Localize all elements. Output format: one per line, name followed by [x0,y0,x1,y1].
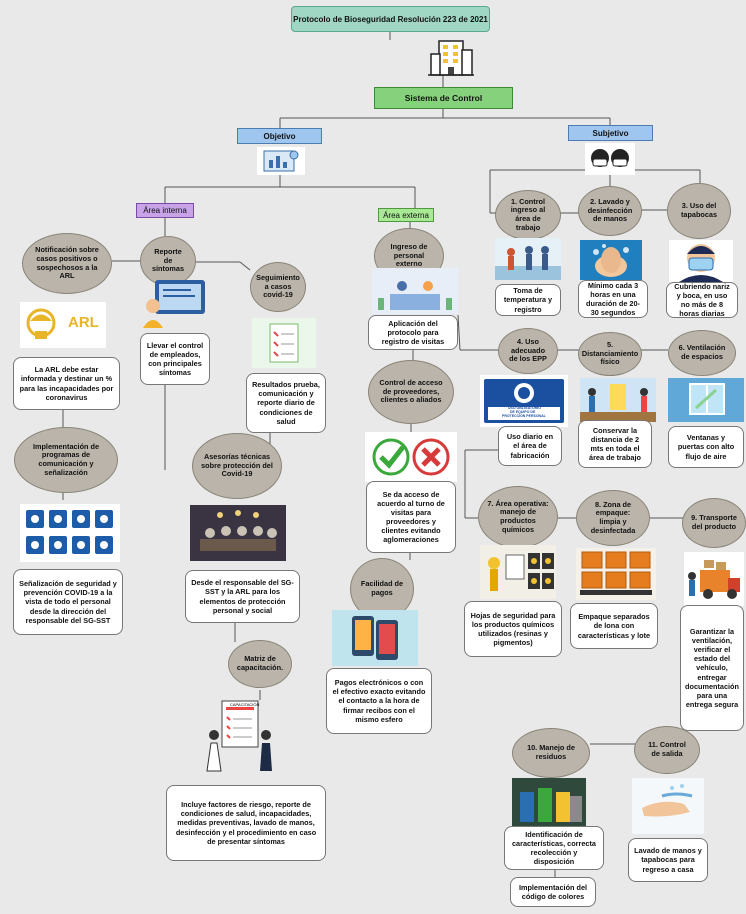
n1-box: Toma de temperatura y registro [495,284,561,316]
facilidad-node: Facilidad de pagos [350,558,414,620]
area-externa-label: Área externa [378,208,434,222]
objetivo-node: Objetivo [237,128,322,144]
distance-image [580,378,656,422]
n3-node: 3. Uso del tapabocas [667,183,731,239]
check-cross-image [365,432,457,482]
handwash-exit-image [632,778,704,834]
n11-box: Lavado de manos y tapabocas para regreso… [628,838,708,882]
n2-box: Mínimo cada 3 horas en una duración de 2… [578,280,648,318]
sign-line2: DE EQUIPO DE [510,410,536,414]
acceso-box: Se da acceso de acuerdo al turno de visi… [366,481,456,553]
pagos-box: Pagos electrónicos o con el efectivo exa… [326,668,432,734]
n11-node: 11. Control de salida [634,726,700,774]
building-icon [426,36,476,78]
aplicacion-box: Aplicación del protocolo para registro d… [368,315,458,350]
n5-box: Conservar la distancia de 2 mts en toda … [578,420,652,468]
n10-box: Identificación de características, corre… [504,826,604,870]
mask-person-image [669,240,733,282]
n9-node: 9. Transporte del producto [682,498,746,548]
truck-image [684,552,744,606]
waste-image [512,778,586,828]
sign-line1: USO OBLIGATORIO [508,406,541,410]
capacitacion-image: CAPACITACIÓN [200,695,280,773]
matriz-node: Matriz de capacitación. [228,640,292,688]
sign-line3: PROTECCIÓN PERSONAL [502,414,546,418]
epp-sign-image: USO OBLIGATORIO DE EQUIPO DE PROTECCIÓN … [480,375,568,427]
n8-node: 8. Zona de empaque: limpia y desinfectad… [576,490,650,546]
resultados-box: Resultados prueba, comunicación y report… [246,373,326,433]
reporte-node: Reporte de síntomas [140,236,196,286]
desde-box: Desde el responsable del SG-SST y la ARL… [185,570,300,623]
n9-box: Garantizar la ventilación, verificar el … [680,605,744,731]
n5-node: 5. Distanciamiento físico [578,332,642,376]
page-title: Protocolo de Bioseguridad Resolución 223… [291,6,490,32]
temperature-image [495,238,561,280]
boxes-image [576,548,656,600]
system-node: Sistema de Control [374,87,513,109]
senalizacion-box: Señalización de seguridad y prevención C… [13,569,123,635]
subjetivo-node: Subjetivo [568,125,653,141]
n3-box: Cubriendo nariz y boca, en uso no más de… [666,282,738,318]
chart-icon [257,147,305,175]
handwash-image [580,240,642,280]
checklist-image [252,318,316,368]
payment-image [332,610,418,666]
computer-user-image [140,276,210,332]
seguimiento-node: Seguimiento a casos covid-19 [250,262,306,312]
incluye-box: Incluye factores de riesgo, reporte de c… [166,785,326,861]
n4-box: Uso diario en el área de fabricación [498,426,562,466]
n7-box: Hojas de seguridad para los productos qu… [464,601,562,657]
notificacion-node: Notificación sobre casos positivos o sos… [22,233,112,294]
reception-image [372,268,458,314]
window-image [668,378,744,422]
n10-node: 10. Manejo de residuos [512,728,590,778]
chemicals-image [480,545,556,599]
n1-node: 1. Control ingreso al área de trabajo [495,190,561,240]
asesorias-node: Asesorías técnicas sobre protección del … [192,433,282,499]
n6-box: Ventanas y puertas con alto flujo de air… [668,426,744,468]
arl-logo-text: ARL [68,314,99,331]
signage-image [20,504,120,562]
n7-node: 7. Área operativa: manejo de productos q… [478,486,558,548]
n10-box2: Implementación del código de colores [510,877,596,907]
arl-text-box: La ARL debe estar informada y destinar u… [13,357,120,410]
n4-node: 4. Uso adecuado de los EPP [498,328,558,374]
control-acceso-node: Control de acceso de proveedores, client… [368,360,454,424]
capacitacion-image-label: CAPACITACIÓN [230,702,260,707]
meeting-image [190,505,286,561]
arl-logo: ARL [20,302,106,348]
n6-node: 6. Ventilación de espacios [668,330,736,376]
llevar-control-box: Llevar el control de empleados, con prin… [140,333,210,385]
n2-node: 2. Lavado y desinfección de manos [578,186,642,236]
area-interna-label: Área interna [136,203,194,218]
masked-people-icon [585,143,635,175]
implementacion-node: Implementación de programas de comunicac… [14,427,118,493]
n8-box: Empaque separados de lona con caracterís… [570,603,658,649]
